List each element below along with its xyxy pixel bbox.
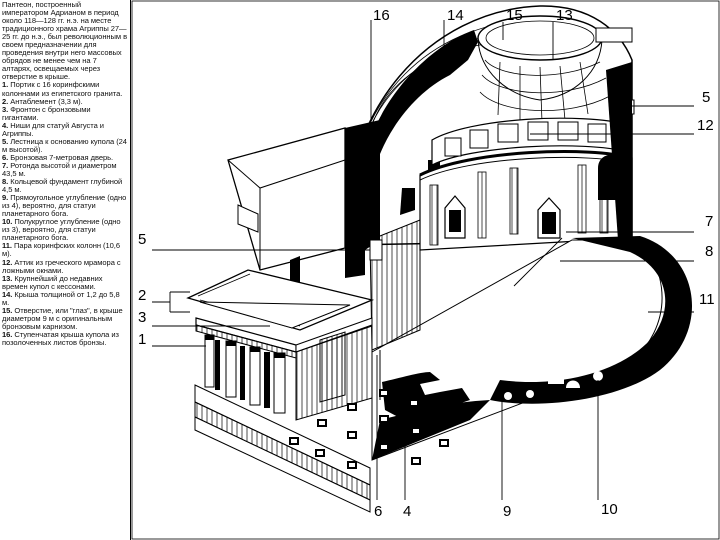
callout-16: 16 [373,7,390,24]
legend-item: 2. Антаблемент (3,3 м). [2,96,83,106]
legend-item: 16. Ступенчатая крыша купола из позолоче… [2,329,121,347]
legend-item: 10. Полукруглое углубление (одно из 3), … [2,217,123,243]
legend-item: 9. Прямоугольное углубление (одно из 4),… [2,193,129,219]
callout-2: 2 [138,287,147,304]
intro-paragraph: Пантеон, построенный императором Адриано… [2,0,130,82]
callout-5-left: 5 [138,231,147,248]
oculus [477,15,633,101]
legend-item: 6. Бронзовая 7-метровая дверь. [2,152,114,162]
callout-8: 8 [705,243,714,260]
legend-item: 8. Кольцевой фундамент глубиной 4,5 м. [2,177,125,195]
callout-6: 6 [374,503,383,520]
legend-item: 13. Крупнейший до недавних времен купол … [2,273,105,291]
legend-item: 5. Лестница к основанию купола (24 м выс… [2,136,130,154]
leader-lines [152,20,694,500]
portico-platform [194,384,449,513]
bronze-door [319,331,381,403]
legend-item: 12. Аттик из греческого мрамора с ложным… [2,257,123,275]
callout-10: 10 [601,501,618,518]
legend-item: 11. Пара коринфских колонн (10,6 м). [2,241,123,259]
callout-5-right: 5 [702,89,711,106]
legend-panel: Пантеон, построенный императором Адриано… [0,0,131,540]
drawing-frame [131,0,720,540]
legend-list: 1. Портик с 16 коринфскими колоннами из … [2,81,128,347]
callout-13: 13 [556,7,573,24]
callout-9: 9 [503,503,512,520]
foundation-ring [372,236,693,460]
callout-15: 15 [506,7,523,24]
attic-false-windows [431,117,631,166]
callout-3: 3 [138,309,147,326]
legend-item: 4. Ниши для статуй Августа и Агриппы. [2,120,107,138]
callout-14: 14 [447,7,464,24]
coffered-ceiling [479,59,611,123]
legend-item: 15. Отверстие, или "глаз", в крыше диаме… [2,305,125,331]
callout-4: 4 [403,503,412,520]
callout-7: 7 [705,213,714,230]
callout-12: 12 [697,117,714,134]
rotunda-outer-cut [606,62,632,240]
callout-1: 1 [138,331,147,348]
legend-item: 3. Фронтон с бронзовыми гигантами. [2,104,93,122]
legend-item: 7. Ротонда высотой и диаметром 43,5 м. [2,160,119,178]
portico-columns [204,334,286,414]
legend-text: Пантеон, построенный императором Адриано… [0,0,130,347]
legend-item: 1. Портик с 16 коринфскими колоннами из … [2,80,123,98]
pantheon-cutaway-drawing [131,0,720,540]
callout-11: 11 [699,291,715,308]
legend-item: 14. Крыша толщиной от 1,2 до 5,8 м. [2,289,122,307]
